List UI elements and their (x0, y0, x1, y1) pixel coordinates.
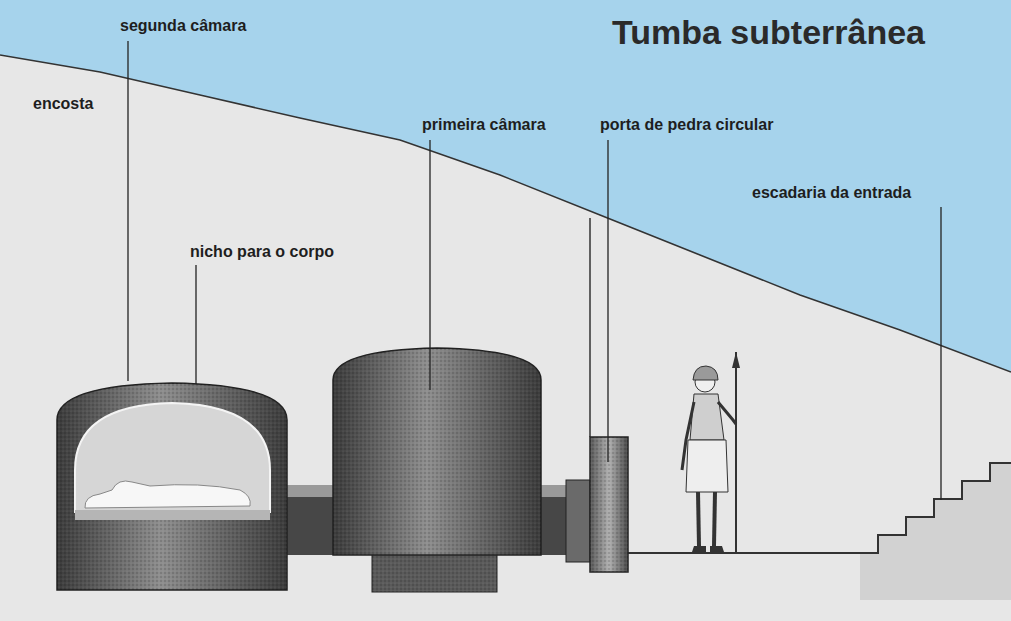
circular-stone-door (590, 437, 628, 572)
passage-top (541, 485, 566, 497)
first-chamber (333, 348, 541, 555)
armor (690, 394, 724, 440)
door-slot (566, 480, 590, 562)
slope-line (0, 55, 1011, 372)
second-chamber (57, 383, 287, 590)
passage (287, 485, 333, 555)
spear-tip (732, 352, 740, 368)
part-label: segunda câmara (120, 16, 246, 36)
stair-cut (860, 463, 1011, 600)
arm (718, 402, 736, 424)
door-shaft (589, 218, 591, 437)
part-label: escadaria da entrada (752, 183, 911, 203)
part-label: primeira câmara (422, 115, 546, 135)
leader-lines (128, 41, 941, 500)
passage-top (287, 485, 333, 497)
leader-line (127, 41, 128, 381)
leg (698, 492, 699, 546)
body-niche (75, 403, 270, 512)
leg (714, 492, 715, 546)
foot (710, 546, 724, 552)
leader-line (195, 265, 196, 384)
spear (735, 352, 737, 552)
hillside (0, 55, 1011, 621)
title: Tumba subterrânea (612, 12, 925, 52)
stone-texture (57, 383, 287, 590)
leader-line (607, 140, 608, 462)
chamber-base (372, 553, 497, 592)
helmet (693, 366, 718, 380)
stone-texture (333, 348, 541, 555)
soldier (682, 352, 740, 552)
stone-texture (590, 437, 628, 572)
foot (692, 546, 706, 552)
passage (541, 485, 566, 555)
tunic (686, 440, 728, 492)
leader-line (429, 140, 430, 390)
stairs (860, 463, 1011, 553)
stone-texture (372, 553, 497, 592)
part-label: porta de pedra circular (600, 115, 773, 135)
arm (682, 402, 694, 470)
leader-line (940, 207, 941, 500)
part-label: encosta (33, 94, 93, 114)
part-label: nicho para o corpo (190, 242, 334, 262)
wrapped-body (85, 481, 250, 508)
niche-shelf (75, 510, 270, 520)
